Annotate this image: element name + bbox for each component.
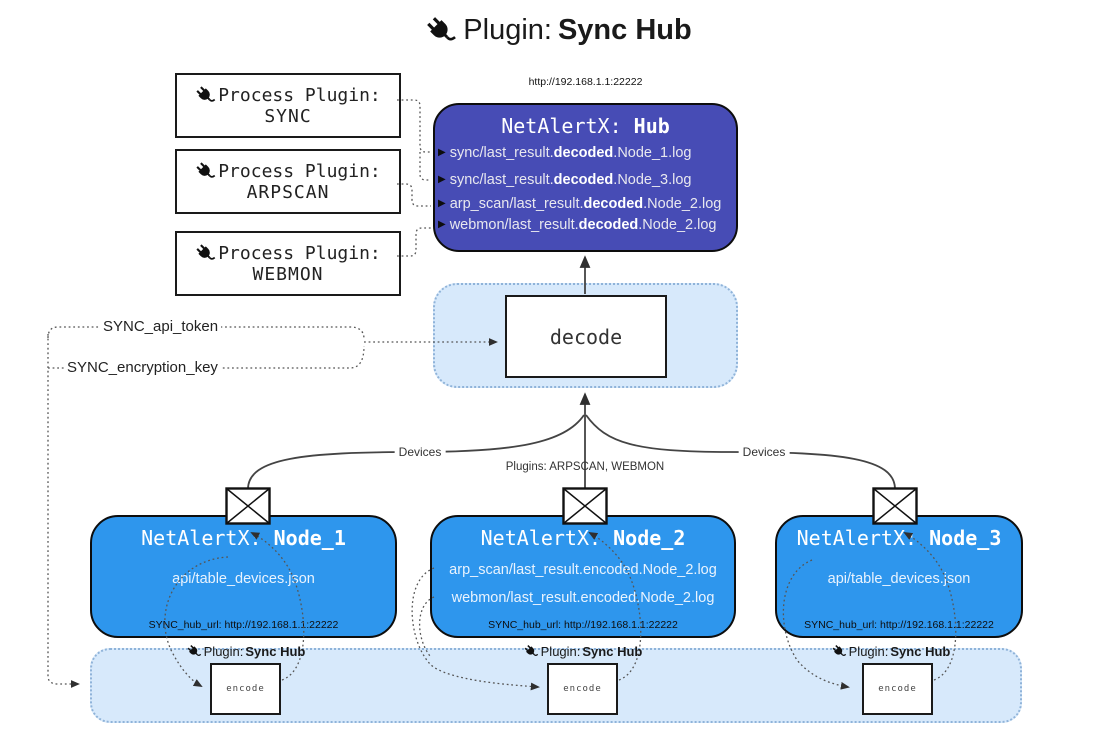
hub-box: NetAlertX: Hub ▶ sync/last_result.decode… bbox=[433, 103, 738, 252]
plug-icon bbox=[186, 644, 202, 659]
arrow-right-icon: ▶ bbox=[438, 147, 446, 158]
plugins-edge-label: Plugins: ARPSCAN, WEBMON bbox=[505, 461, 665, 473]
decode-box: decode bbox=[505, 295, 667, 378]
process-plugin-name: WEBMON bbox=[252, 263, 324, 285]
hub-title-name: Hub bbox=[633, 114, 670, 138]
arrow-right-icon: ▶ bbox=[438, 174, 446, 185]
node-3-box: NetAlertX: Node_3 api/table_devices.json… bbox=[775, 515, 1023, 638]
encoder-plugin-label: Plugin:Sync Hub bbox=[186, 644, 305, 659]
title-name: Sync Hub bbox=[557, 14, 692, 46]
node-hub-url: SYNC_hub_url: http://192.168.1.1:22222 bbox=[804, 619, 994, 631]
sync-api-token-label: SYNC_api_token bbox=[100, 318, 222, 335]
devices-edge-label-left: Devices bbox=[394, 445, 446, 459]
encode-box: encode bbox=[547, 663, 618, 715]
encoder-plugin-label: Plugin:Sync Hub bbox=[831, 644, 950, 659]
node-hub-url: SYNC_hub_url: http://192.168.1.1:22222 bbox=[488, 619, 678, 631]
arrow-right-icon: ▶ bbox=[438, 198, 446, 209]
envelope-icon bbox=[872, 487, 918, 525]
node-title: NetAlertX: Node_2 bbox=[480, 526, 686, 550]
process-plugin-webmon-box: Process Plugin: WEBMON bbox=[175, 231, 401, 296]
node-2-box: NetAlertX: Node_2 arp_scan/last_result.e… bbox=[430, 515, 736, 638]
title-prefix: Plugin: bbox=[463, 14, 552, 46]
page-title: Plugin: Sync Hub bbox=[0, 14, 1117, 47]
envelope-icon bbox=[225, 487, 271, 525]
hub-title: NetAlertX: Hub bbox=[435, 114, 736, 138]
process-plugin-name: SYNC bbox=[264, 105, 312, 127]
encode-box: encode bbox=[862, 663, 933, 715]
encoder-plugin-label: Plugin:Sync Hub bbox=[523, 644, 642, 659]
hub-log-line: ▶ sync/last_result.decoded.Node_1.log bbox=[438, 145, 692, 161]
node-title: NetAlertX: Node_3 bbox=[796, 526, 1002, 550]
plug-icon bbox=[195, 84, 217, 106]
plug-icon bbox=[195, 160, 217, 182]
devices-edge-label-right: Devices bbox=[738, 445, 790, 459]
process-plugin-arpscan-box: Process Plugin: ARPSCAN bbox=[175, 149, 401, 214]
hub-log-line: ▶ arp_scan/last_result.decoded.Node_2.lo… bbox=[438, 196, 722, 212]
plug-icon bbox=[195, 242, 217, 264]
arrow-right-icon: ▶ bbox=[438, 219, 446, 230]
encode-box: encode bbox=[210, 663, 281, 715]
node-1-box: NetAlertX: Node_1 api/table_devices.json… bbox=[90, 515, 397, 638]
plug-icon bbox=[831, 644, 847, 659]
process-plugin-label: Process Plugin: bbox=[218, 84, 381, 106]
process-plugin-label: Process Plugin: bbox=[218, 160, 381, 182]
node-files: arp_scan/last_result.encoded.Node_2.log … bbox=[449, 562, 717, 606]
hub-url-label: http://192.168.1.1:22222 bbox=[528, 76, 643, 88]
plug-icon bbox=[523, 644, 539, 659]
process-plugin-name: ARPSCAN bbox=[246, 181, 330, 203]
process-plugin-sync-box: Process Plugin: SYNC bbox=[175, 73, 401, 138]
hub-title-prefix: NetAlertX: bbox=[501, 114, 622, 138]
hub-log-line: ▶ sync/last_result.decoded.Node_3.log bbox=[438, 172, 692, 188]
plug-icon bbox=[425, 14, 458, 47]
node-files: api/table_devices.json bbox=[172, 571, 315, 587]
node-hub-url: SYNC_hub_url: http://192.168.1.1:22222 bbox=[148, 619, 339, 631]
envelope-icon bbox=[562, 487, 608, 525]
process-plugin-label: Process Plugin: bbox=[218, 242, 381, 264]
hub-log-line: ▶ webmon/last_result.decoded.Node_2.log bbox=[438, 217, 717, 233]
node-title: NetAlertX: Node_1 bbox=[141, 526, 346, 550]
sync-encryption-key-label: SYNC_encryption_key bbox=[64, 359, 221, 376]
node-files: api/table_devices.json bbox=[827, 571, 971, 587]
hub-log-list: ▶ sync/last_result.decoded.Node_1.log ▶ … bbox=[435, 143, 736, 235]
